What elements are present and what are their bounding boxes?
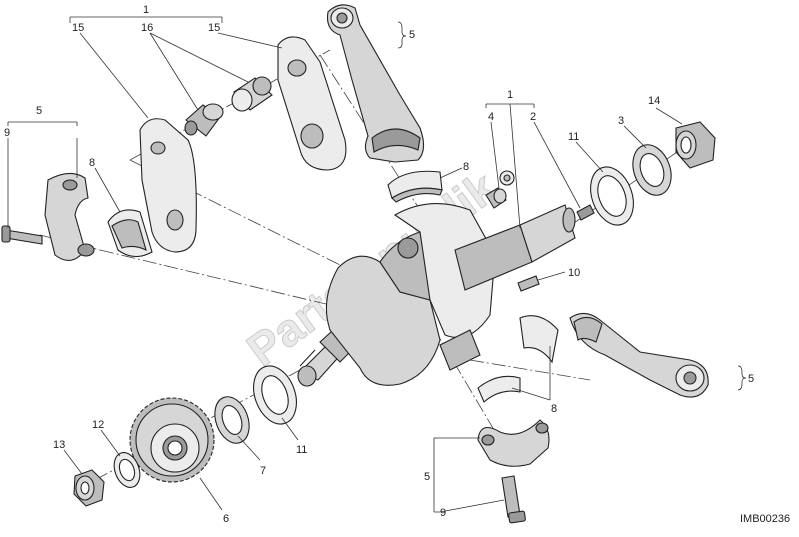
thrust-washer-right bbox=[590, 166, 634, 226]
label-16: 16 bbox=[141, 22, 153, 34]
label-8-top: 8 bbox=[463, 161, 469, 173]
crankcase-plate-right bbox=[277, 36, 347, 171]
dowel-pin-10 bbox=[517, 275, 540, 292]
leader-lines bbox=[7, 16, 747, 513]
label-14: 14 bbox=[648, 95, 660, 107]
pin-2 bbox=[576, 204, 595, 221]
label-5-top: 5 bbox=[409, 29, 415, 41]
label-13: 13 bbox=[53, 439, 65, 451]
label-5-bottom: 5 bbox=[424, 471, 430, 483]
label-8-lower: 8 bbox=[551, 403, 557, 415]
rod-cap-left bbox=[44, 172, 95, 261]
label-2: 2 bbox=[530, 111, 536, 123]
gear-nut-13 bbox=[73, 469, 105, 507]
crankshaft-nut-right bbox=[675, 121, 716, 169]
crankshaft bbox=[297, 203, 576, 387]
label-9-left: 9 bbox=[4, 127, 10, 139]
bearing-shell-lower-a bbox=[519, 315, 559, 364]
plug-screw-large bbox=[231, 76, 273, 112]
oil-pump-gear bbox=[499, 170, 515, 186]
label-5-right: 5 bbox=[748, 373, 754, 385]
label-12: 12 bbox=[92, 419, 104, 431]
rod-bolt-bottom bbox=[501, 475, 526, 524]
plug-screw-small bbox=[184, 103, 224, 137]
label-8-left: 8 bbox=[89, 157, 95, 169]
spacer-ring-3 bbox=[632, 144, 672, 196]
label-11-left: 11 bbox=[296, 444, 307, 456]
reference-code: IMB00236 bbox=[740, 513, 790, 525]
rod-cap-bottom bbox=[477, 419, 550, 467]
label-9-bottom: 9 bbox=[440, 507, 446, 519]
primary-drive-gear bbox=[129, 397, 215, 483]
label-5-left: 5 bbox=[36, 105, 42, 117]
connecting-rod-top bbox=[326, 4, 425, 163]
label-6: 6 bbox=[223, 513, 229, 525]
bearing-shell-left bbox=[107, 209, 153, 258]
label-7: 7 bbox=[260, 465, 266, 477]
label-15-right: 15 bbox=[208, 22, 220, 34]
label-15-left: 15 bbox=[72, 22, 84, 34]
label-10: 10 bbox=[568, 267, 580, 279]
label-1-top: 1 bbox=[143, 4, 149, 16]
label-3: 3 bbox=[618, 115, 624, 127]
thrust-washer-left bbox=[253, 365, 297, 425]
label-4: 4 bbox=[488, 111, 494, 123]
label-11-right: 11 bbox=[568, 131, 579, 143]
lock-washer-12 bbox=[113, 452, 141, 488]
crankcase-plate-left bbox=[139, 118, 197, 253]
spacer-washer-7 bbox=[214, 396, 250, 444]
connecting-rod-lower bbox=[569, 312, 709, 398]
part-labels: 1 15 16 15 5 5 9 8 1 4 2 11 3 14 8 10 5 … bbox=[4, 4, 754, 525]
bearing-shell-top bbox=[387, 170, 443, 203]
rod-bolt-left bbox=[1, 225, 43, 245]
bearing-shell-lower-b bbox=[477, 375, 521, 403]
bush-small bbox=[485, 187, 507, 209]
label-1-right: 1 bbox=[507, 89, 513, 101]
